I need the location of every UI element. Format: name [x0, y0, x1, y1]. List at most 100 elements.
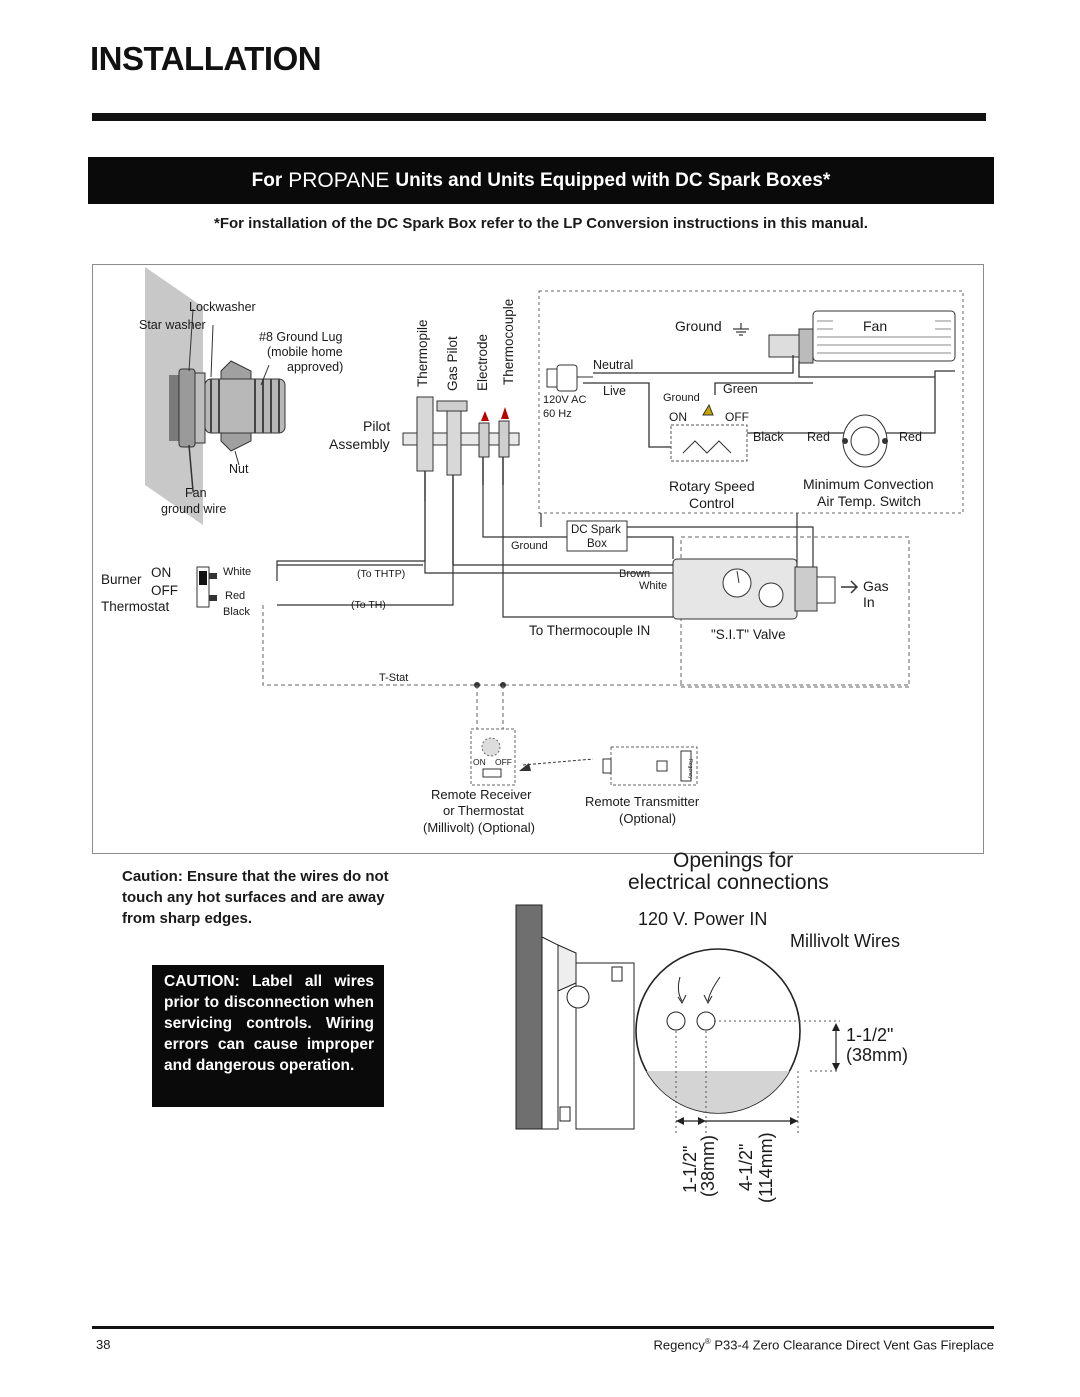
label-lockwasher: Lockwasher	[189, 300, 256, 314]
wiring-diagram-svg: Lockwasher Star washer #8 Ground Lug (mo…	[101, 267, 964, 835]
dc-spark-box	[566, 520, 628, 552]
footer-registered: ®	[704, 1337, 711, 1346]
label-gas-pilot: Gas Pilot	[445, 336, 460, 391]
dim-h2-1: 4-1/2"	[736, 1144, 756, 1191]
dim-vertical-1: 1-1/2"	[846, 1025, 893, 1045]
label-spark-ground: Ground	[511, 540, 548, 552]
label-star-washer: Star washer	[139, 318, 206, 332]
label-transmitter-2: (Optional)	[619, 811, 676, 826]
wiring-diagram: Lockwasher Star washer #8 Ground Lug (mo…	[92, 264, 984, 854]
dim-vertical-2: (38mm)	[846, 1045, 908, 1065]
dim-h1-2: (38mm)	[698, 1135, 718, 1197]
label-receiver-2: or Thermostat	[443, 803, 524, 818]
label-burner-on: ON	[151, 565, 171, 580]
label-rotary-1: Rotary Speed	[669, 478, 755, 494]
label-wire-black: Black	[223, 606, 250, 618]
rotary-control	[670, 424, 748, 462]
label-fan-2: ground wire	[161, 502, 226, 516]
label-live: Live	[603, 384, 626, 398]
label-to-thtp: (To THTP)	[357, 568, 405, 580]
label-60hz: 60 Hz	[543, 408, 572, 420]
caution-text: Caution: Ensure that the wires do not to…	[122, 868, 389, 927]
footer-product: P33-4 Zero Clearance Direct Vent Gas Fir…	[714, 1337, 994, 1353]
pilot-assembly-illustration: Thermopile Gas Pilot Electrode Thermocou…	[402, 299, 520, 565]
burner-switch-icon	[196, 566, 217, 608]
label-to-th: (To TH)	[351, 599, 386, 611]
dim-h2-2: (114mm)	[756, 1132, 776, 1203]
label-transmitter-1: Remote Transmitter	[585, 794, 700, 809]
min-convection-switch-icon	[842, 414, 888, 468]
label-tstat: T-Stat	[379, 672, 408, 684]
openings-svg: Openings for electrical connections 120 …	[515, 849, 908, 1203]
label-black: Black	[753, 430, 784, 444]
label-brown: Brown	[619, 568, 650, 580]
label-to-thermocouple: To Thermocouple IN	[529, 623, 650, 638]
label-valve-white: White	[639, 580, 667, 592]
label-green: Green	[723, 382, 758, 396]
label-pilot: Pilot	[363, 418, 390, 434]
label-burner-off: OFF	[151, 583, 178, 598]
receiver-knob-icon	[481, 737, 501, 757]
label-gas: Gas	[863, 578, 889, 594]
millivolt-opening	[696, 1011, 716, 1031]
label-thermostat: Thermostat	[101, 599, 170, 614]
banner-rest: Units and Units Equipped with DC Spark B…	[395, 169, 831, 191]
label-thermocouple: Thermocouple	[501, 299, 516, 385]
rotary-resistor-icon	[682, 440, 732, 454]
label-in: In	[863, 594, 875, 610]
fan-circuit-box	[538, 290, 964, 514]
label-red-2: Red	[899, 430, 922, 444]
label-red-1: Red	[807, 430, 830, 444]
label-fan-1: Fan	[185, 486, 207, 500]
ground-lug-illustration	[145, 267, 286, 525]
label-ground-lug-2: (mobile home	[267, 345, 343, 359]
section-banner: For PROPANE Units and Units Equipped wit…	[88, 157, 994, 204]
label-ground-2: Ground	[663, 392, 700, 404]
caution-box-text: CAUTION: Label all wires prior to discon…	[164, 973, 374, 1074]
label-fan-ground: Ground	[675, 318, 722, 334]
sit-valve-illustration	[672, 558, 836, 620]
footer-rule	[92, 1326, 994, 1329]
label-receiver-off: OFF	[495, 757, 512, 767]
label-min-conv-1: Minimum Convection	[803, 476, 934, 492]
install-note: *For installation of the DC Spark Box re…	[214, 215, 868, 232]
label-red: Red	[225, 590, 245, 602]
wall	[515, 904, 543, 1130]
label-on-rotary: ON	[669, 410, 687, 424]
label-ground-lug-1: #8 Ground Lug	[259, 330, 342, 344]
fan-motor-illustration	[768, 310, 956, 364]
label-nut: Nut	[229, 462, 249, 476]
label-sit-valve: "S.I.T" Valve	[711, 627, 786, 642]
label-120v: 120V AC	[543, 394, 586, 406]
label-brand-small: Regency	[687, 759, 693, 779]
label-assembly: Assembly	[329, 436, 390, 452]
label-receiver-on: ON	[473, 757, 486, 767]
label-receiver-3: (Millivolt) (Optional)	[423, 820, 535, 835]
label-dc-spark: DC Spark	[571, 524, 621, 536]
dim-h1-1: 1-1/2"	[680, 1146, 700, 1193]
openings-title-1: Openings for	[673, 849, 793, 872]
receiver-switch-icon	[482, 768, 502, 778]
label-millivolt: Millivolt Wires	[790, 931, 900, 951]
label-burner: Burner	[101, 572, 142, 587]
page-title: INSTALLATION	[90, 40, 322, 77]
openings-diagram: Openings for electrical connections 120 …	[500, 845, 1060, 1225]
footer-brand: Regency	[653, 1337, 705, 1353]
title-rule	[92, 113, 986, 121]
power-opening	[666, 1011, 686, 1031]
banner-prefix: For	[251, 169, 283, 191]
power-plug-icon	[546, 364, 593, 392]
label-white: White	[223, 566, 251, 578]
enclosure-bottom	[636, 1071, 800, 1113]
openings-title-2: electrical connections	[628, 871, 829, 894]
page-number: 38	[96, 1337, 111, 1352]
label-rotary-2: Control	[689, 495, 734, 511]
label-ground-lug-3: approved)	[287, 360, 343, 374]
label-power-in: 120 V. Power IN	[638, 909, 767, 929]
footer-title: Regency® P33-4 Zero Clearance Direct Ven…	[654, 1337, 994, 1352]
label-thermopile: Thermopile	[415, 319, 430, 387]
label-electrode: Electrode	[475, 334, 490, 391]
enclosure-illustration	[541, 936, 635, 1130]
label-neutral: Neutral	[593, 358, 633, 372]
label-receiver-1: Remote Receiver	[431, 787, 532, 802]
